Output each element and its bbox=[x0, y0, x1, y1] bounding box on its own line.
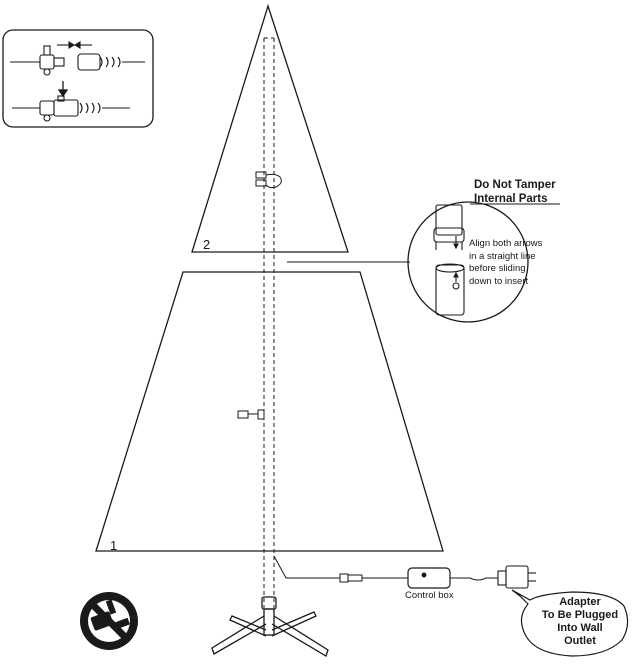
control-box-icon bbox=[407, 567, 451, 589]
power-cord bbox=[273, 555, 340, 579]
tree-section-2 bbox=[191, 3, 349, 253]
cord-connector-icon bbox=[339, 573, 363, 583]
connector-joined-icon bbox=[12, 95, 130, 122]
connector-plug-icon bbox=[10, 45, 145, 76]
align-line1: Align both arrows bbox=[469, 238, 543, 249]
align-instruction: Align both arrows in a straight line bef… bbox=[469, 238, 589, 288]
section-1-label: 1 bbox=[110, 538, 118, 553]
pole-detail-callout bbox=[407, 201, 529, 323]
control-box-label: Control box bbox=[405, 590, 454, 601]
pole-detail-icon bbox=[433, 204, 465, 316]
adapter-line2: To Be Plugged bbox=[541, 609, 619, 621]
warning-title: Do Not Tamper Internal Parts bbox=[474, 178, 564, 206]
section-2-label: 2 bbox=[203, 237, 211, 252]
align-line4: down to insert bbox=[469, 275, 529, 287]
arrow-down-icon bbox=[57, 81, 69, 98]
adapter-line3: Into Wall bbox=[557, 622, 603, 634]
adapter-plug-icon bbox=[497, 565, 536, 589]
adapter-note-bubble bbox=[511, 589, 629, 657]
adapter-note: Adapter To Be Plugged Into Wall Outlet bbox=[530, 596, 630, 648]
upper-connector-icon bbox=[255, 171, 282, 189]
lower-connector-icon bbox=[237, 409, 265, 420]
adapter-line1: Adapter bbox=[559, 596, 601, 608]
warning-title-line1: Do Not Tamper bbox=[474, 179, 556, 191]
connector-inset bbox=[2, 29, 154, 128]
cord-segment-3 bbox=[450, 577, 498, 581]
adapter-line4: Outlet bbox=[564, 635, 596, 647]
arrow-right-icon bbox=[57, 41, 76, 49]
tree-stand-icon bbox=[211, 596, 329, 657]
align-line3: before sliding bbox=[469, 263, 526, 274]
tree-section-1 bbox=[95, 271, 444, 552]
align-line2: in a straight line bbox=[469, 250, 536, 262]
no-tool-icon bbox=[80, 592, 138, 650]
control-box-button bbox=[421, 572, 427, 578]
warning-title-line2: Internal Parts bbox=[474, 193, 548, 205]
center-pole bbox=[263, 37, 275, 608]
arrow-left-icon bbox=[73, 41, 92, 49]
